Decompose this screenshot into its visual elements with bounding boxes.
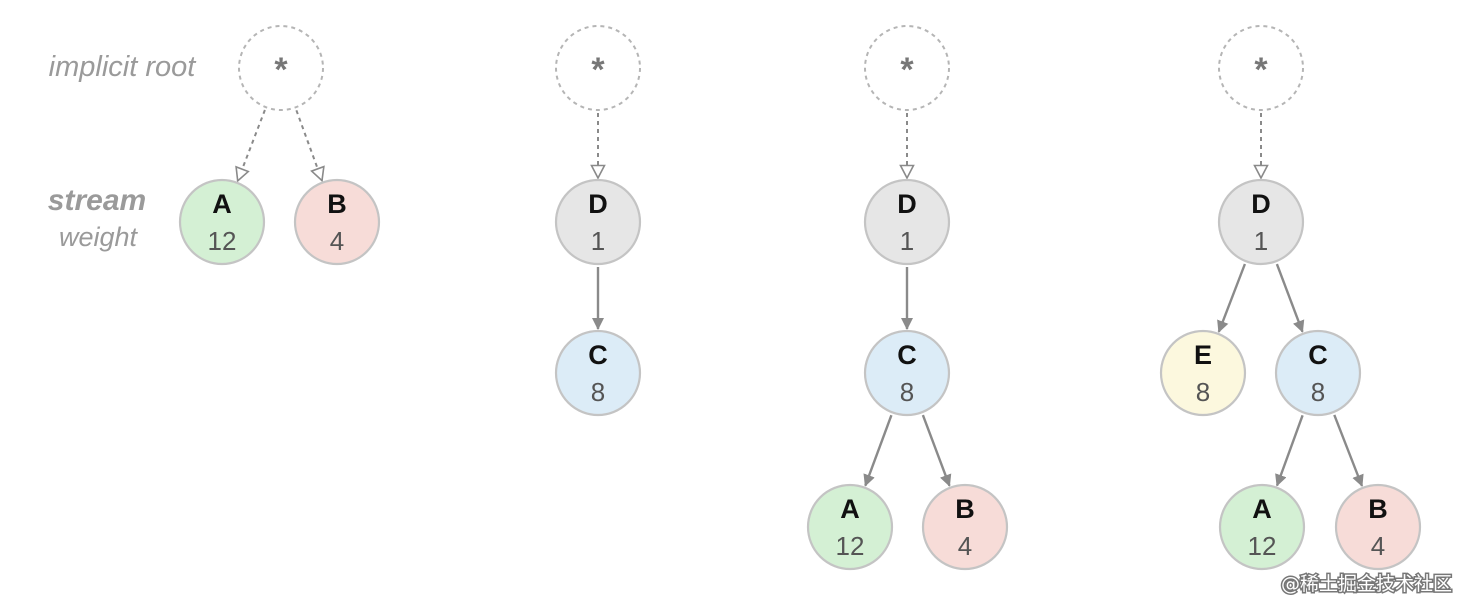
implicit-root-circle [555,25,641,111]
stream-id-label: C [897,340,917,370]
stream-node-a-tree-1: A 12 [178,178,266,266]
stream-node-circle [1159,329,1247,417]
stream-node-c-tree-4: C8 [1274,329,1362,417]
stream-id-label: D [1251,189,1271,219]
stream-id-label: A [840,494,860,524]
weight-label: weight [59,222,139,252]
stream-weight-label: 4 [958,531,972,561]
stream-node-a-tree-4: A 12 [1218,483,1306,571]
edge-c-to-b-tree-3 [921,414,952,487]
implicit-root-node-tree-1: * [238,25,324,111]
stream-node-circle [1218,483,1306,571]
stream-weight-label: 8 [900,377,914,407]
stream-id-label: C [1308,340,1328,370]
stream-id-label: B [955,494,975,524]
stream-weight-label: 8 [591,377,605,407]
stream-weight-label: 1 [591,226,605,256]
stream-id-label: D [897,189,917,219]
stream-node-circle [554,329,642,417]
stream-node-circle [1217,178,1305,266]
stream-node-b-tree-3: B4 [921,483,1009,571]
implicit-root-symbol: * [1254,51,1268,89]
stream-node-circle [554,178,642,266]
stream-node-c-tree-2: C8 [554,329,642,417]
stream-node-circle [863,329,951,417]
stream-node-a-tree-3: A 12 [806,483,894,571]
implicit-root-node-tree-4: * [1218,25,1304,111]
edge-root-to-b-tree-1 [295,109,325,183]
stream-weight-label: 12 [1248,531,1277,561]
stream-label: stream [48,184,146,217]
stream-weight-label: 1 [900,226,914,256]
edge-d-to-c-tree-4 [1275,263,1305,333]
stream-weight-label: 4 [330,226,344,256]
stream-id-label: A [1252,494,1272,524]
stream-node-circle [1334,483,1422,571]
stream-node-c-tree-3: C8 [863,329,951,417]
stream-weight-label: 8 [1196,377,1210,407]
edge-d-to-e-tree-4 [1217,263,1247,333]
stream-node-circle [921,483,1009,571]
edges-layer [235,109,1364,487]
stream-node-d-tree-3: D1 [863,178,951,266]
stream-id-label: B [327,189,347,219]
stream-node-d-tree-4: D1 [1217,178,1305,266]
stream-weight-label: 4 [1371,531,1385,561]
implicit-root-circle [238,25,324,111]
implicit-root-label: implicit root [49,51,198,83]
stream-node-e-tree-4: E8 [1159,329,1247,417]
stream-node-circle [293,178,381,266]
implicit-root-symbol: * [274,51,288,89]
implicit-root-symbol: * [591,51,605,89]
stream-node-b-tree-1: B4 [293,178,381,266]
stream-id-label: A [212,189,232,219]
edge-c-to-a-tree-4 [1275,414,1304,487]
stream-node-circle [863,178,951,266]
edge-root-to-a-tree-1 [235,109,266,183]
implicit-root-node-tree-3: * [864,25,950,111]
stream-weight-label: 8 [1311,377,1325,407]
implicit-root-node-tree-2: * [555,25,641,111]
stream-id-label: B [1368,494,1388,524]
edge-c-to-a-tree-3 [863,414,893,487]
stream-weight-label: 12 [208,226,237,256]
stream-node-d-tree-2: D1 [554,178,642,266]
stream-weight-label: 1 [1254,226,1268,256]
stream-id-label: C [588,340,608,370]
stream-node-b-tree-4: B4 [1334,483,1422,571]
stream-id-label: D [588,189,608,219]
implicit-root-circle [1218,25,1304,111]
edge-c-to-b-tree-4 [1333,414,1364,487]
stream-node-circle [178,178,266,266]
stream-node-circle [1274,329,1362,417]
stream-id-label: E [1194,340,1212,370]
implicit-root-circle [864,25,950,111]
stream-node-circle [806,483,894,571]
implicit-root-symbol: * [900,51,914,89]
stream-weight-label: 12 [836,531,865,561]
watermark-text: @稀土掘金技术社区 [1281,573,1452,595]
